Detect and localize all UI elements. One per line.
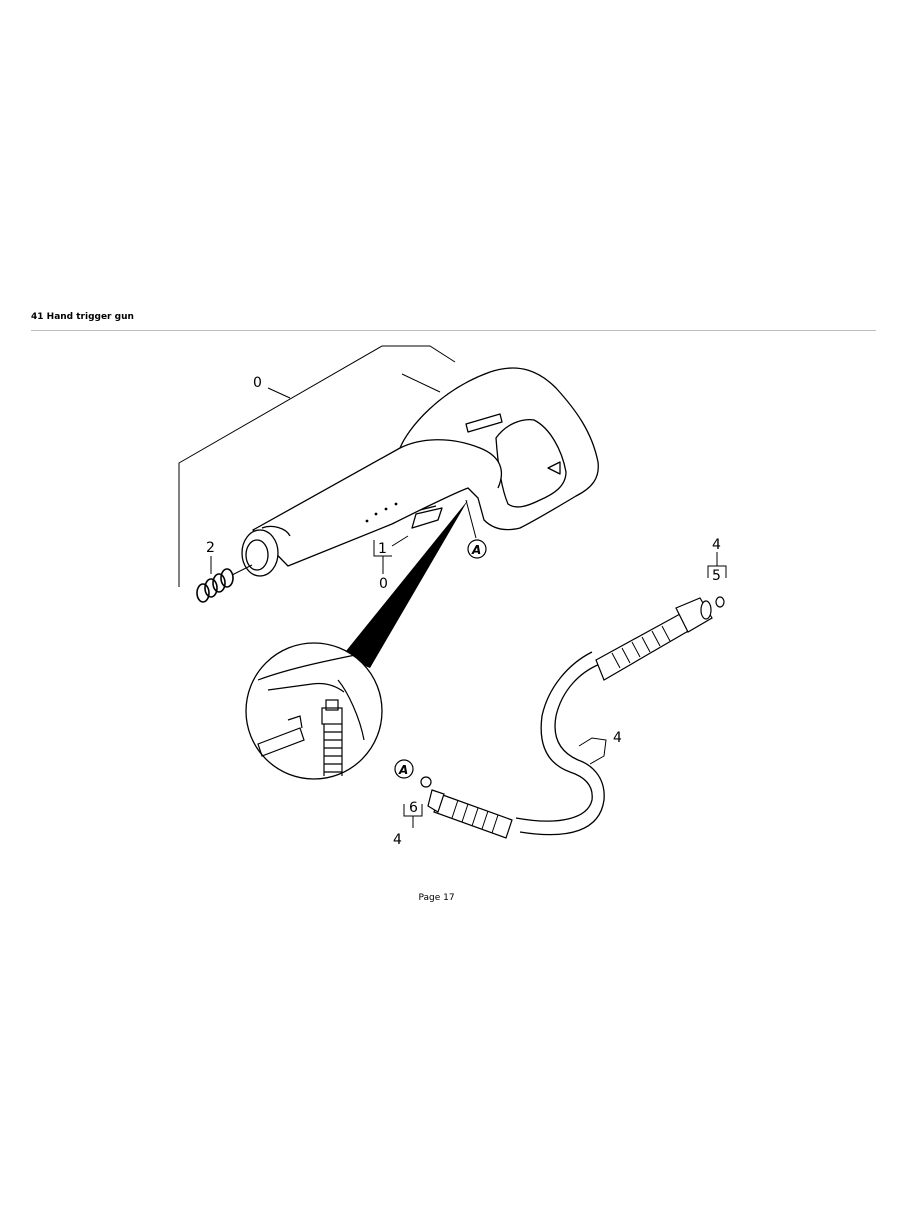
hose-fitting-bottom-ribs [451,799,499,834]
callout-clip-bottom: 0 [379,576,388,592]
callout-clip-top: 1 [378,541,387,557]
callout-oring-bottom: 4 [393,832,402,848]
hose-label-leader [578,737,607,765]
page-number: Page 17 [418,893,455,903]
hose-fitting-nut [595,597,713,681]
detail-marker-gun-label: A [471,543,481,557]
detail-marker-gun-circle [467,539,487,559]
callout-nut-bottom: 5 [712,568,721,584]
high-pressure-hose [515,651,605,836]
hose-fitting-top-ribs [611,625,671,669]
oring-top [715,596,725,608]
callout-spring: 2 [206,540,215,556]
nut-bracket [707,552,727,578]
hose-fitting-bottom [427,789,513,839]
callout-nut-top: 4 [712,537,721,553]
detail-view [245,642,383,780]
header-divider [31,330,876,331]
assembly-bracket [178,345,456,587]
marker-leader-gun [465,499,477,539]
detail-marker-hose-circle [394,759,414,779]
detail-wedge [342,500,468,668]
callout-oring-top: 6 [409,800,418,816]
oring-bracket [403,804,423,828]
detail-marker-hose-label: A [398,763,408,777]
section-title: 41 Hand trigger gun [31,312,134,322]
oring-bottom [420,776,432,788]
callout-hose: 4 [613,730,622,746]
spring [196,564,253,603]
trigger-gun-body [241,367,599,577]
clip-bracket [373,535,409,574]
gun-body-marks [365,502,398,523]
callout-gun-assembly: 0 [253,375,262,391]
